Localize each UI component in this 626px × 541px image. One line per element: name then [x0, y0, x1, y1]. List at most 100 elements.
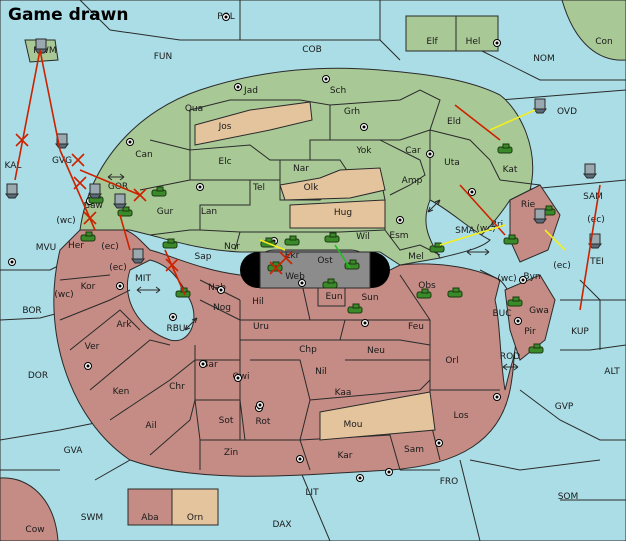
army-unit-icon[interactable]: [528, 343, 544, 354]
territory-label-cow: Cow: [25, 525, 44, 535]
territory-aba: [127, 488, 173, 526]
supply-center-icon: [84, 362, 92, 370]
army-unit-icon[interactable]: [503, 234, 519, 245]
territory-label-orl: Orl: [445, 356, 458, 366]
territory-label-hug: Hug: [334, 208, 352, 218]
army-unit-icon[interactable]: [416, 288, 432, 299]
territory-label-gwa: Gwa: [529, 306, 549, 316]
territory-label-rie: Rie: [521, 200, 536, 210]
fleet-unit-icon[interactable]: [5, 183, 19, 199]
territory-label-gaw: Gaw: [83, 201, 103, 211]
supply-center-icon: [199, 360, 207, 368]
army-unit-icon[interactable]: [117, 206, 133, 217]
territory-label-eld: Eld: [447, 117, 461, 127]
territory-hug: [289, 199, 386, 229]
coast-label: (ec): [553, 261, 571, 271]
territory-label-hel: Hel: [466, 37, 481, 47]
territory-label-kar: Kar: [338, 451, 353, 461]
territory-label-her: Her: [68, 241, 84, 251]
territory-label-nil: Nil: [315, 367, 327, 377]
territory-label-sch: Sch: [330, 86, 346, 96]
failed-order-cross-icon: [279, 251, 293, 265]
army-unit-icon[interactable]: [507, 296, 523, 307]
inner-strait: [425, 199, 491, 259]
territory-label-chp: Chp: [299, 345, 317, 355]
army-unit-icon[interactable]: [162, 238, 178, 249]
territory-label-ail: Ail: [145, 421, 156, 431]
fleet-unit-icon[interactable]: [131, 248, 145, 264]
northern-landmass: [79, 67, 534, 266]
territory-label-pir: Pir: [524, 327, 536, 337]
territory-label-zin: Zin: [224, 448, 238, 458]
territory-orn: [171, 488, 219, 526]
fleet-unit-icon[interactable]: [113, 193, 127, 209]
territory-label-mit: MIT: [135, 274, 151, 284]
army-unit-icon[interactable]: [80, 231, 96, 242]
supply-center-icon: [361, 319, 369, 327]
failed-order-cross-icon: [133, 188, 147, 202]
coast-label: (ec): [587, 215, 605, 225]
territory-label-chr: Chr: [169, 382, 185, 392]
supply-center-icon: [519, 276, 527, 284]
territory-label-ekr: Ekr: [285, 251, 300, 261]
territory-label-car: Car: [405, 146, 421, 156]
territory-label-yok: Yok: [355, 146, 372, 156]
army-unit-icon[interactable]: [151, 186, 167, 197]
territory-label-feu: Feu: [408, 322, 424, 332]
fleet-unit-icon[interactable]: [34, 38, 48, 54]
territory-label-jos: Jos: [218, 122, 232, 132]
territory-label-jad: Jad: [243, 86, 258, 96]
supply-center-icon: [217, 286, 225, 294]
territory-olk: [279, 167, 386, 201]
territory-label-tei: TEI: [589, 257, 604, 267]
coast-label: (wc): [54, 290, 73, 300]
fleet-unit-icon[interactable]: [588, 233, 602, 249]
supply-center-icon: [116, 282, 124, 290]
fleet-unit-icon[interactable]: [533, 208, 547, 224]
territory-label-ost: Ost: [317, 256, 333, 266]
territory-label-elf: Elf: [426, 37, 438, 47]
territory-label-sam: Sam: [404, 445, 424, 455]
territory-label-cob: COB: [302, 45, 322, 55]
territory-label-lit: LIT: [305, 488, 319, 498]
territory-label-con: Con: [595, 37, 613, 47]
territory-label-nor: Nor: [224, 242, 240, 252]
army-unit-icon[interactable]: [447, 287, 463, 298]
fleet-unit-icon[interactable]: [583, 163, 597, 179]
territory-label-nar: Nar: [293, 164, 309, 174]
territory-label-fun: FUN: [154, 52, 173, 62]
territory-label-sam: SAM: [583, 192, 603, 202]
territory-label-eun: Eun: [325, 292, 342, 302]
failed-order-cross-icon: [71, 153, 85, 167]
army-unit-icon[interactable]: [322, 278, 338, 289]
army-unit-icon[interactable]: [497, 143, 513, 154]
territory-label-qua: Qua: [185, 104, 203, 114]
territory-label-ark: Ark: [116, 320, 132, 330]
territory-label-mel: Mel: [408, 252, 424, 262]
supply-center-icon: [493, 39, 501, 47]
territory-label-bar: Bar: [202, 360, 218, 370]
territory-label-ken: Ken: [113, 387, 130, 397]
territory-label-tel: Tel: [252, 183, 265, 193]
supply-center-icon: [468, 188, 476, 196]
territory-label-elc: Elc: [218, 157, 231, 167]
fleet-unit-icon[interactable]: [533, 98, 547, 114]
green-borders: [139, 89, 541, 256]
territory-label-sot: Sot: [219, 416, 234, 426]
territory-label-lan: Lan: [201, 207, 217, 217]
army-unit-icon[interactable]: [324, 232, 340, 243]
supply-center-icon: [222, 13, 230, 21]
failed-order-cross-icons: [15, 133, 293, 275]
territory-label-aba: Aba: [141, 513, 158, 523]
fleet-unit-icon[interactable]: [88, 183, 102, 199]
territory-label-kup: KUP: [571, 327, 589, 337]
territory-label-gva: GVA: [64, 446, 84, 456]
territory-label-alt: ALT: [604, 367, 620, 377]
territory-label-byn: Byn: [523, 272, 540, 282]
army-unit-icon[interactable]: [347, 303, 363, 314]
game-status-title: Game drawn: [8, 5, 128, 25]
army-unit-icon[interactable]: [284, 235, 300, 246]
unit-icons: [5, 38, 602, 354]
territory-label-ovd: OVD: [557, 107, 577, 117]
